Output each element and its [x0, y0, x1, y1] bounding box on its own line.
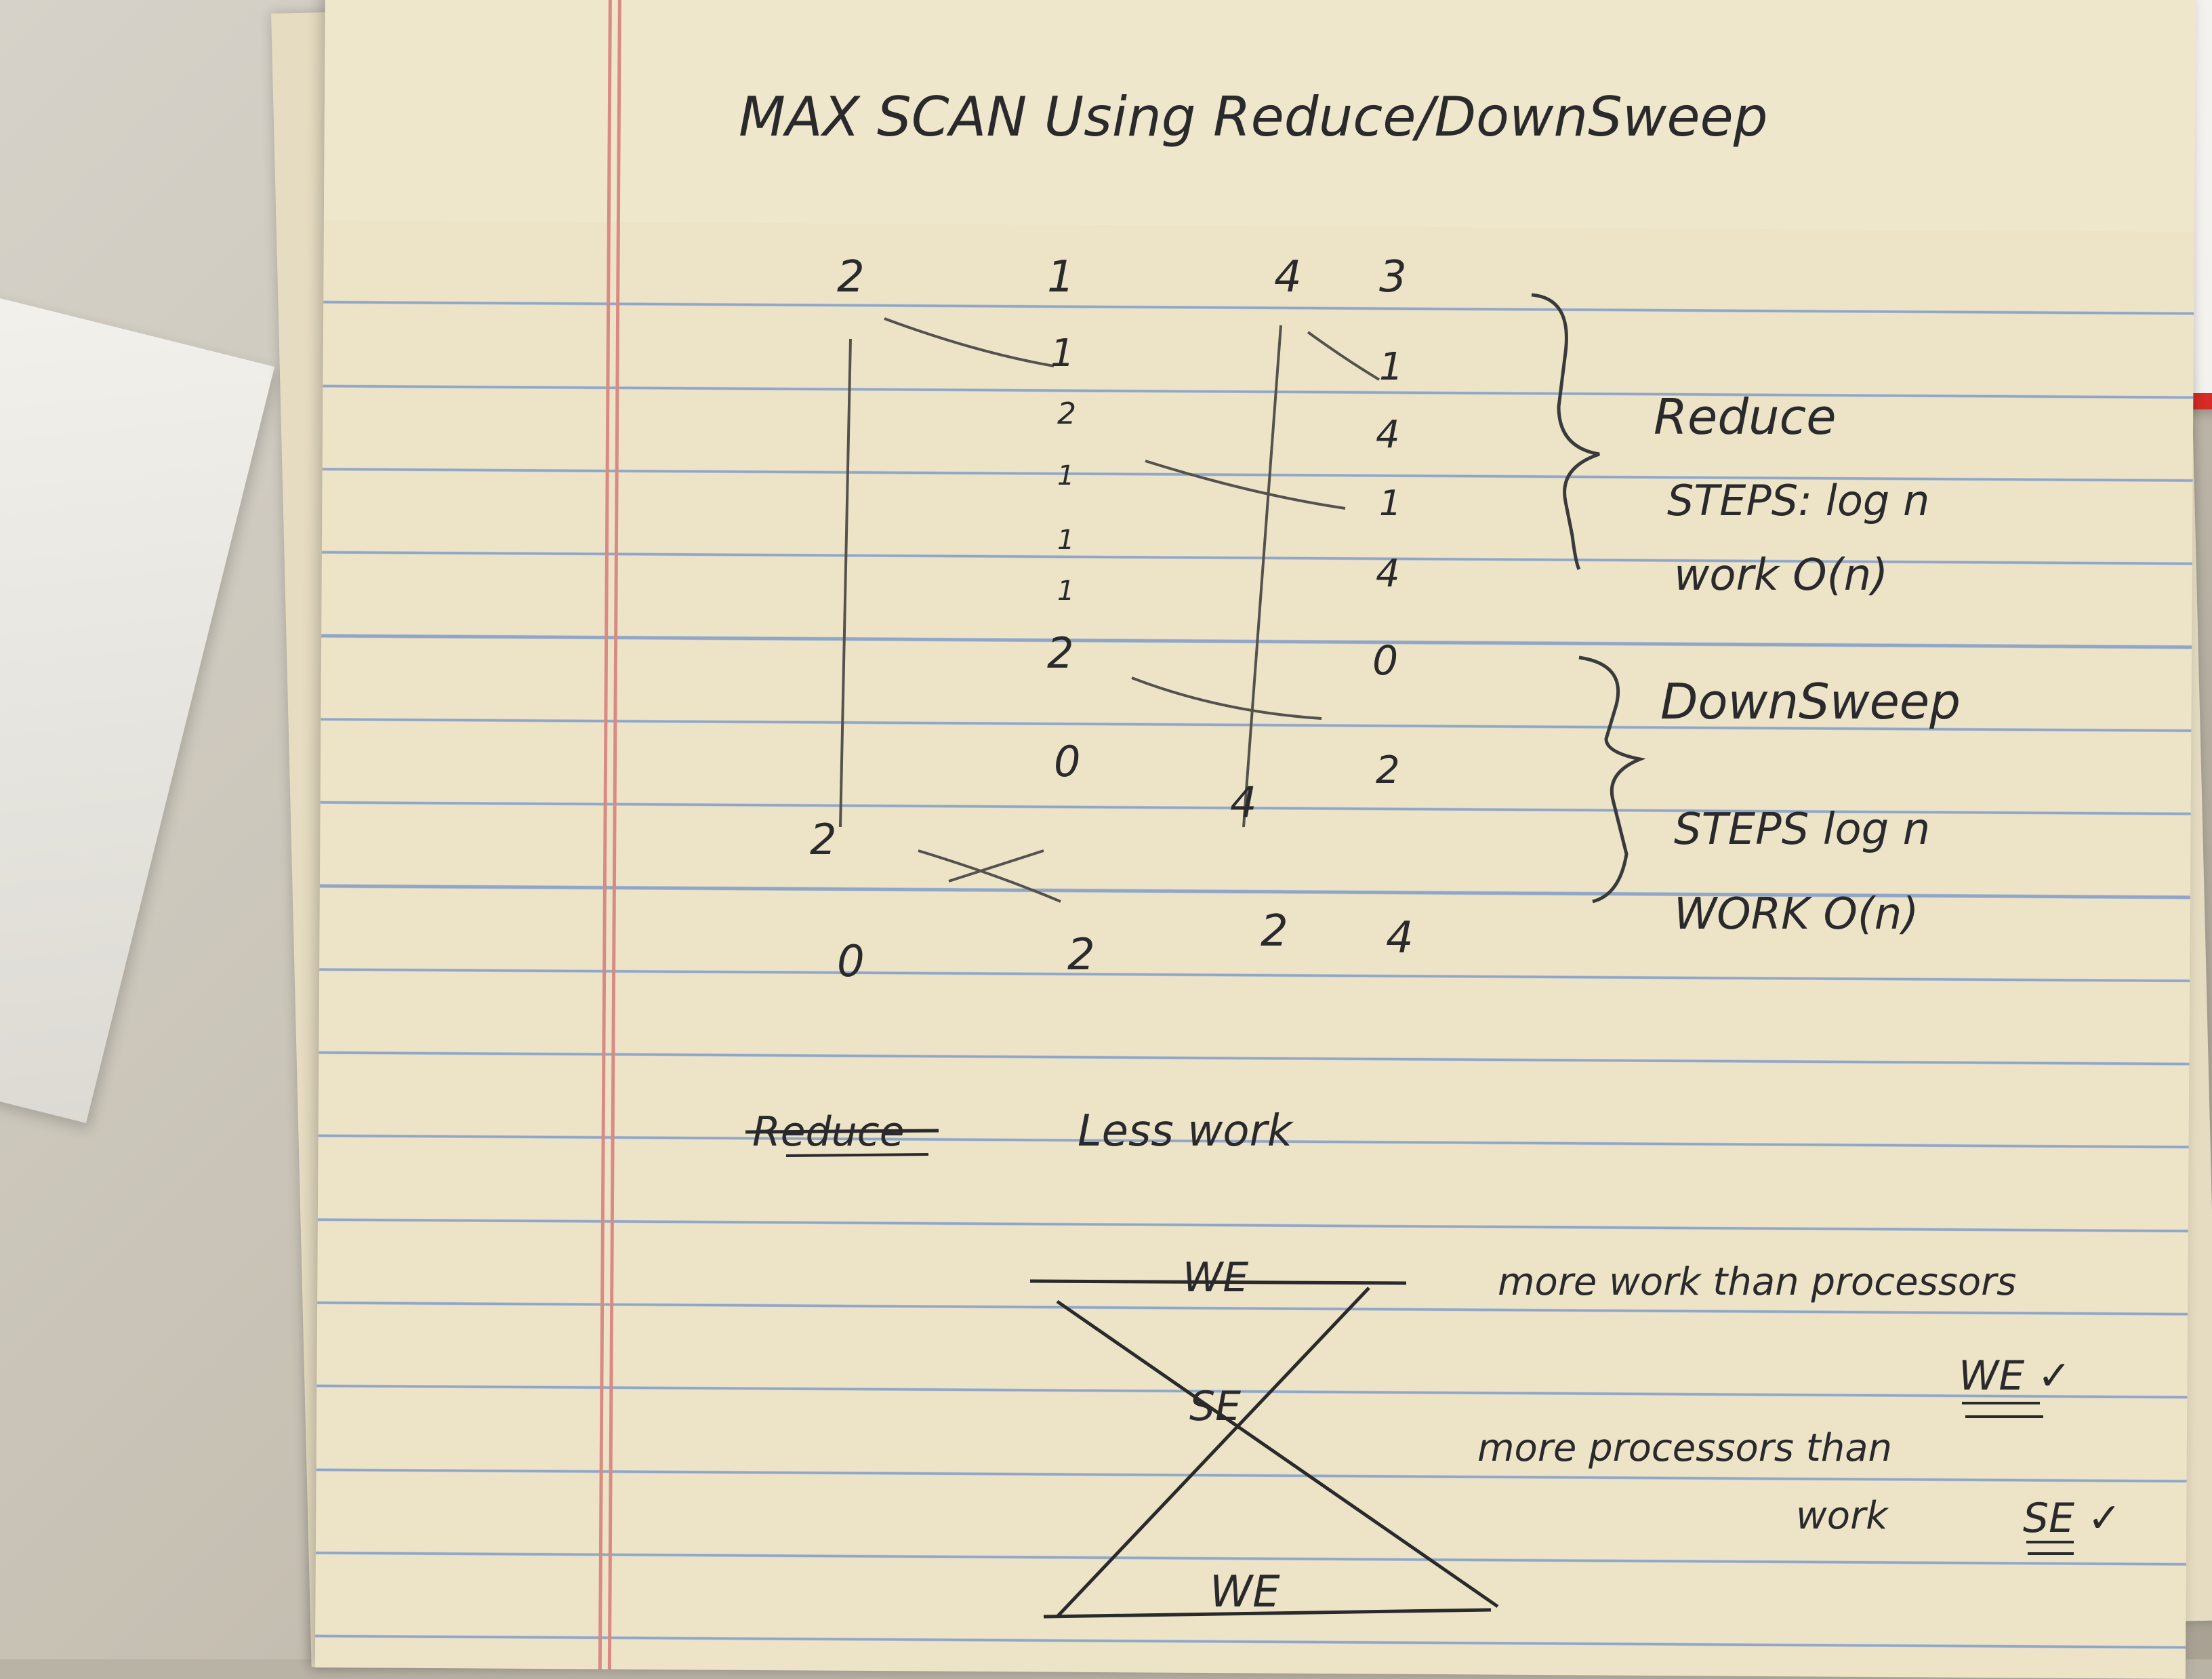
reduce-label: Reduce [1654, 388, 1837, 445]
reduce-value: 0 [1372, 637, 1398, 685]
hourglass-diagram [1029, 1279, 1499, 1619]
reduce-value: 1 [1379, 483, 1401, 524]
note-we-check: WE ✓ [1959, 1352, 2072, 1400]
result-value: 2 [1067, 930, 1095, 980]
hourglass-bottom-label: WE [1210, 1567, 1280, 1617]
result-value: 4 [1386, 913, 1414, 963]
downsweep-label: DownSweep [1660, 673, 1961, 730]
reduce-value: 1 [1057, 525, 1074, 556]
reduce-value: 4 [1376, 413, 1400, 457]
downsweep-value: 2 [1376, 748, 1400, 792]
note-more-processors: more processors than [1477, 1426, 1892, 1470]
underline [785, 1153, 929, 1157]
reduce-value: 1 [1057, 460, 1074, 491]
downsweep-steps-label: STEPS log n [1674, 805, 1930, 855]
reduce-value: 1 [1050, 331, 1075, 376]
downsweep-work-label: WORK O(n) [1674, 889, 1919, 939]
brace-strokes [1531, 293, 1646, 904]
less-work-text: Less work [1078, 1106, 1294, 1156]
reduce-value: 2 [1057, 397, 1076, 431]
top-row-value: 3 [1379, 252, 1407, 302]
hourglass-middle-label: SE [1189, 1383, 1241, 1430]
top-row-value: 4 [1274, 252, 1302, 302]
result-value: 0 [837, 937, 865, 987]
reduce-steps-label: STEPS: log n [1667, 476, 1929, 525]
note-se-check: SE ✓ [2023, 1495, 2121, 1542]
hourglass-top-label: WE [1183, 1254, 1248, 1301]
title-text: MAX SCAN Using Reduce/DownSweep [739, 85, 1768, 148]
note-work: work [1796, 1494, 1889, 1538]
reduce-value: 2 [1047, 628, 1073, 678]
reduce-value: 4 [1376, 552, 1400, 596]
top-row-value: 2 [837, 252, 865, 302]
note-more-work: more work than processors [1498, 1260, 2016, 1304]
reduce-work-label: work O(n) [1674, 550, 1888, 601]
downsweep-value: 0 [1054, 737, 1080, 786]
reduce-value: 1 [1057, 575, 1074, 607]
reduce-value: 1 [1379, 345, 1404, 389]
downsweep-value: 4 [1230, 777, 1256, 827]
top-row-value: 1 [1047, 252, 1075, 302]
downsweep-value: 2 [810, 815, 836, 864]
result-value: 2 [1261, 906, 1288, 956]
scan-tree-strokes [839, 317, 1380, 903]
strike-line [745, 1129, 939, 1134]
